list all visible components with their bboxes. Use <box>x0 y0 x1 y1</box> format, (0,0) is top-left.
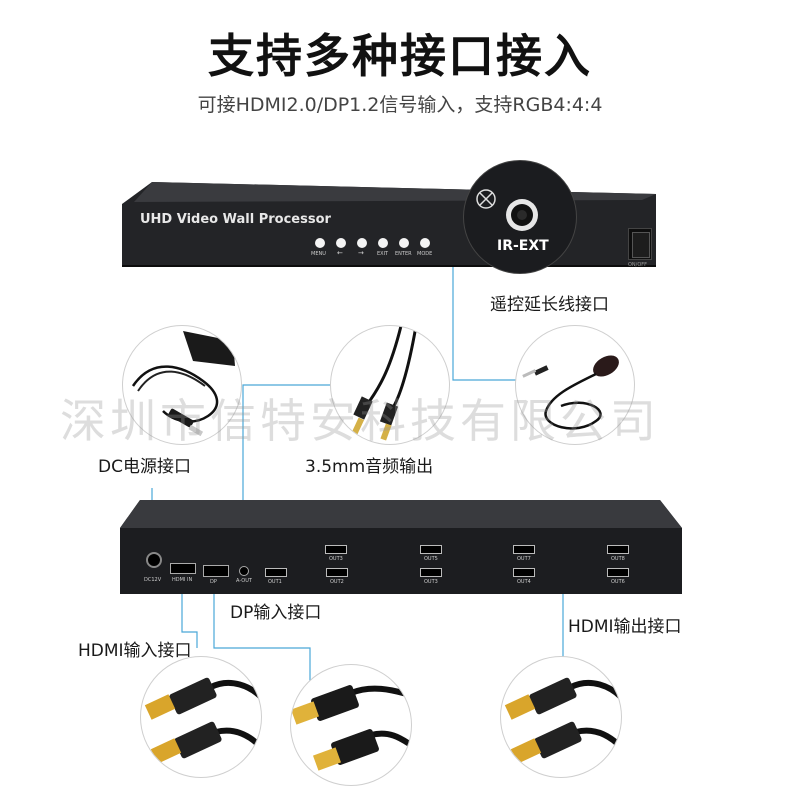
btn-label-menu: MENU <box>311 251 326 257</box>
out-label: OUT6 <box>611 579 625 585</box>
left-button[interactable] <box>336 238 346 248</box>
out-label: OUT3 <box>424 579 438 585</box>
ir-receiver-icon <box>522 355 619 430</box>
hdmi-out-cable-photo <box>500 656 622 778</box>
ir-cable-photo <box>515 325 635 445</box>
hdmi-plug-icon <box>144 677 261 764</box>
hdmi-out-port <box>325 545 347 554</box>
right-button[interactable] <box>357 238 367 248</box>
hdmi-out-port <box>607 545 629 554</box>
ir-port-icon <box>476 189 538 231</box>
processor-rear-view <box>120 500 682 594</box>
hdmi-out-port <box>265 568 287 577</box>
callout-audio-out: 3.5mm音频输出 <box>305 457 434 477</box>
front-button-row: MENU ← → EXIT ENTER MODE <box>311 238 435 264</box>
out-label: OUT1 <box>268 579 282 585</box>
ir-ext-zoom <box>463 160 577 274</box>
out-label: OUT3 <box>329 556 343 562</box>
btn-label-exit: EXIT <box>377 251 389 257</box>
btn-label-right: → <box>358 249 364 257</box>
out-label: OUT8 <box>611 556 625 562</box>
out-label: OUT4 <box>517 579 531 585</box>
dc-cable-photo <box>122 325 242 445</box>
out-label: OUT7 <box>517 556 531 562</box>
power-label: ON/OFF <box>628 262 648 268</box>
dc-port-label: DC12V <box>144 577 162 583</box>
hdmi-in-cable-photo <box>140 656 262 778</box>
menu-button[interactable] <box>315 238 325 248</box>
page-title: 支持多种接口接入 <box>208 29 592 83</box>
dp-port <box>203 565 229 577</box>
callout-hdmi-in: HDMI输入接口 <box>78 641 192 661</box>
out-label: OUT2 <box>330 579 344 585</box>
dp-cable-photo <box>290 664 412 786</box>
audio-cable-photo <box>330 325 450 445</box>
enter-button[interactable] <box>399 238 409 248</box>
exit-button[interactable] <box>378 238 388 248</box>
callout-dp-in: DP输入接口 <box>230 603 322 623</box>
btn-label-mode: MODE <box>417 251 433 257</box>
hdmi-in-port-label: HDMI IN <box>172 577 193 583</box>
callout-ir-ext: 遥控延长线接口 <box>490 295 609 315</box>
callout-hdmi-out: HDMI输出接口 <box>568 617 682 637</box>
hdmi-out-port <box>420 568 442 577</box>
hdmi-plug-icon <box>504 677 621 764</box>
ir-ext-label: IR-EXT <box>497 238 549 254</box>
hdmi-in-port <box>170 563 196 574</box>
power-switch[interactable] <box>628 228 652 260</box>
aout-port-label: A-OUT <box>236 578 252 584</box>
hdmi-out-port <box>513 545 535 554</box>
dp-plug-icon <box>291 685 411 771</box>
audio-jack-icon <box>351 326 418 441</box>
hdmi-out-port <box>326 568 348 577</box>
dc-port <box>146 552 162 568</box>
dp-port-label: DP <box>210 579 217 585</box>
btn-label-enter: ENTER <box>395 251 412 257</box>
hdmi-out-port <box>420 545 442 554</box>
model-text: UHD Video Wall Processor <box>140 212 331 227</box>
audio-out-port <box>239 566 249 576</box>
out-label: OUT5 <box>424 556 438 562</box>
hdmi-out-port <box>607 568 629 577</box>
page-subtitle: 可接HDMI2.0/DP1.2信号输入，支持RGB4:4:4 <box>197 94 603 116</box>
watermark: 深圳市信特安科技有限公司 <box>60 394 660 448</box>
callout-dc-power: DC电源接口 <box>98 457 191 477</box>
hdmi-out-port <box>513 568 535 577</box>
btn-label-left: ← <box>337 249 343 257</box>
mode-button[interactable] <box>420 238 430 248</box>
